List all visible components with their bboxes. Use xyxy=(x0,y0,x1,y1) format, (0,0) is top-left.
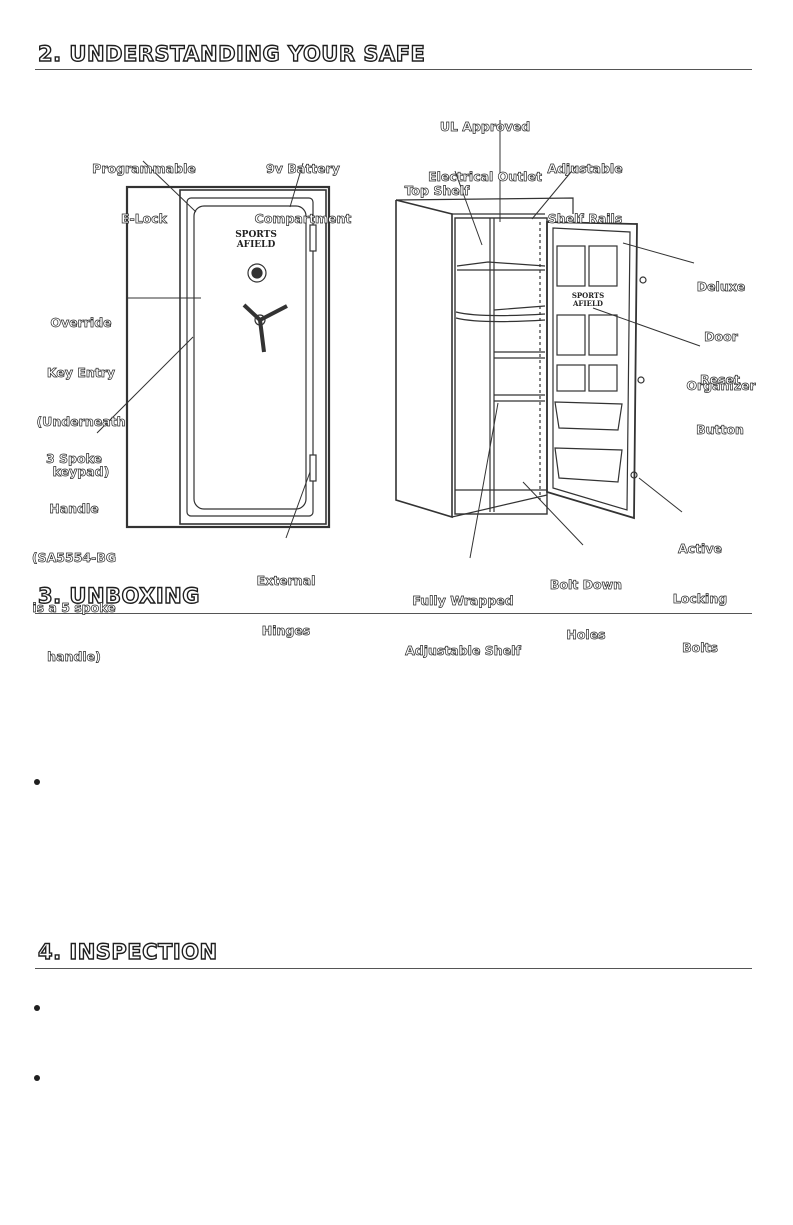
callout-line: Electrical Outlet xyxy=(428,168,543,184)
callout-line: Top Shelf xyxy=(404,183,470,199)
callout-shelf-rails: Adjustable Shelf Rails xyxy=(530,128,640,244)
callout-line: keypad) xyxy=(52,463,110,479)
callout-programmable-elock: Programmable E-Lock xyxy=(84,128,204,244)
section-rule xyxy=(35,69,752,70)
callout-battery-compartment: 9v Battery Compartment xyxy=(245,128,361,244)
section-rule xyxy=(35,968,752,969)
callout-wrapped-shelf: Fully Wrapped Adjustable Shelf xyxy=(398,560,528,676)
callout-line: Reset xyxy=(700,372,741,388)
callout-line: Holes xyxy=(566,626,606,642)
callout-line: Active xyxy=(678,541,723,557)
callout-line: Locking xyxy=(672,590,728,606)
callout-line: Adjustable Shelf xyxy=(405,642,522,658)
callout-ul-outlet: UL Approved Electrical Outlet xyxy=(410,86,560,202)
callout-line: Button xyxy=(696,421,745,437)
logo-line: AFIELD xyxy=(236,240,276,250)
callout-line: handle) xyxy=(47,649,101,665)
section-title-understanding: 2. UNDERSTANDING YOUR SAFE xyxy=(37,41,426,66)
callout-top-shelf: Top Shelf xyxy=(392,150,482,216)
callout-line: Door xyxy=(704,328,738,344)
callout-line: Deluxe xyxy=(696,279,746,295)
section-rule xyxy=(35,613,752,614)
callout-line: UL Approved xyxy=(439,119,531,135)
callout-line: (Underneath xyxy=(36,414,126,430)
callout-line: E-Lock xyxy=(120,210,168,226)
callout-override-key: Override Key Entry (Underneath keypad) xyxy=(26,282,136,497)
callout-line: Organizer xyxy=(686,378,756,394)
callout-external-hinges: External Hinges xyxy=(244,540,328,656)
bullet-point xyxy=(34,779,40,785)
open-safe-drawing xyxy=(395,197,647,520)
logo-line: AFIELD xyxy=(572,299,603,308)
section-title-inspection: 4. INSPECTION xyxy=(37,939,218,964)
callout-line: Programmable xyxy=(92,161,196,177)
brand-logo: SPORTS AFIELD xyxy=(566,292,610,308)
logo-line: SPORTS xyxy=(235,230,277,240)
bullet-point xyxy=(34,1005,40,1011)
callout-bolt-down-holes: Bolt Down Holes xyxy=(540,544,632,660)
callout-door-organizer: Deluxe Door Organizer xyxy=(676,246,766,411)
callout-line: Adjustable xyxy=(547,161,623,177)
closed-safe-drawing xyxy=(125,185,331,529)
callout-line: Fully Wrapped xyxy=(412,593,514,609)
callout-line: 9v Battery xyxy=(266,161,341,177)
callout-spoke-handle: 3 Spoke Handle (SA5554-BG is a 5 spoke h… xyxy=(24,418,124,682)
callout-line: Compartment xyxy=(254,210,352,226)
callout-reset-button: Reset Button xyxy=(680,339,760,455)
callout-line: Hinges xyxy=(261,622,311,638)
callout-locking-bolts: Active Locking Bolts xyxy=(660,508,740,673)
callout-line: Shelf Rails xyxy=(547,210,623,226)
callout-line: (SA5554-BG xyxy=(31,550,117,566)
callout-line: Override xyxy=(50,315,112,331)
logo-line: SPORTS xyxy=(571,291,605,300)
callout-line: External xyxy=(256,573,316,589)
safe-illustration xyxy=(96,120,701,559)
callout-line: Bolt Down xyxy=(549,577,623,593)
callout-line: Bolts xyxy=(682,640,719,656)
callout-line: Handle xyxy=(49,500,99,516)
leader-lines xyxy=(96,120,701,559)
callout-line: 3 Spoke xyxy=(45,451,103,467)
brand-logo: SPORTS AFIELD xyxy=(231,230,281,250)
callout-line: is a 5 spoke xyxy=(32,599,116,615)
bullet-point xyxy=(34,1075,40,1081)
section-title-unboxing: 3. UNBOXING xyxy=(37,583,200,608)
callout-line: Key Entry xyxy=(46,364,116,380)
